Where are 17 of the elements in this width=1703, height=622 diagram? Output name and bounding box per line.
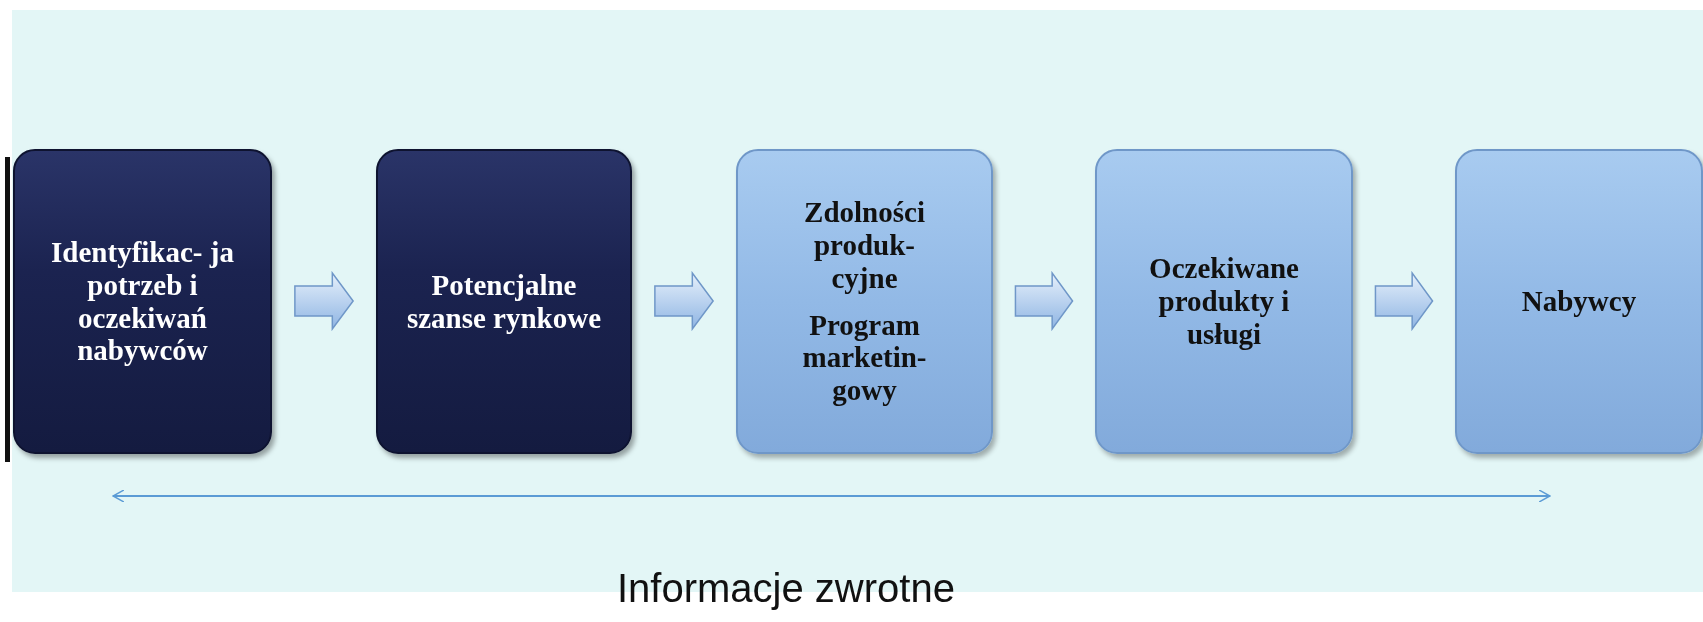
block-arrow <box>1374 270 1434 332</box>
box-text: Zdolności produk- cyjne <box>803 196 926 295</box>
process-box <box>1095 149 1353 454</box>
box-text: Program marketin- gowy <box>801 308 928 407</box>
box-text: Oczekiwane produkty i usługi <box>1148 252 1300 351</box>
feedback-label: Informacje zwrotne <box>617 566 955 611</box>
box-text: Nabywcy <box>1520 285 1638 318</box>
double-arrow <box>112 489 1551 503</box>
box-text: Potencjalne szanse rynkowe <box>405 268 603 335</box>
process-box <box>736 149 993 454</box>
box-text: Identyfikac- ja potrzeb i oczekiwań nabywców <box>50 235 235 368</box>
process-box <box>1455 149 1703 454</box>
process-box <box>13 149 272 454</box>
block-arrow <box>654 270 715 332</box>
block-arrow <box>294 270 355 332</box>
process-box <box>376 149 632 454</box>
block-arrow <box>1014 270 1074 332</box>
